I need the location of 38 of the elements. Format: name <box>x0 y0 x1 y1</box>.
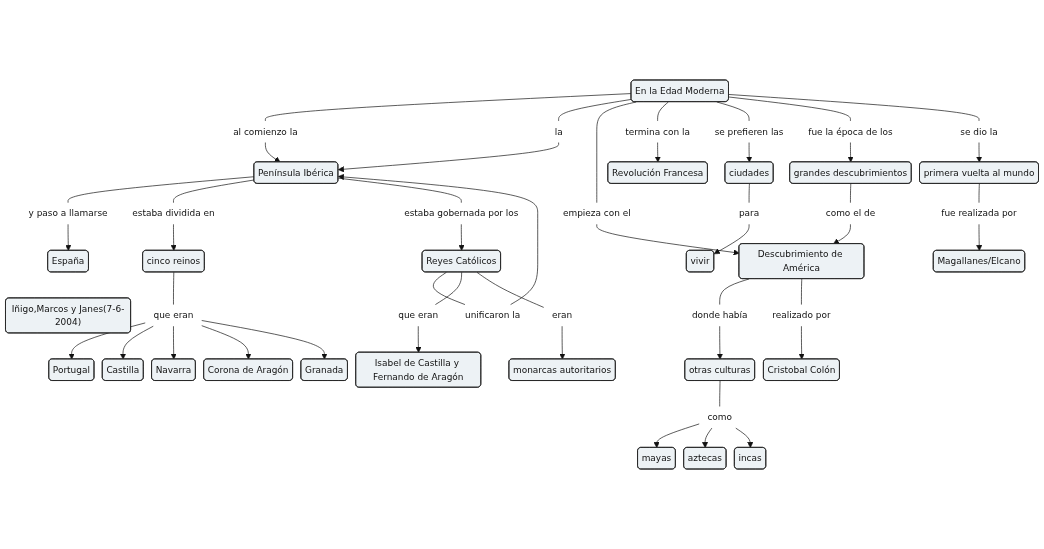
node-text: unificaron la <box>465 310 521 321</box>
connector <box>173 271 175 305</box>
node-text: donde había <box>691 310 748 321</box>
connector <box>748 183 750 203</box>
node-text: que eran <box>153 310 194 321</box>
connector <box>337 177 462 203</box>
node-text: se prefieren las <box>714 126 784 137</box>
connector <box>978 183 980 203</box>
node-text: realizado por <box>772 310 831 321</box>
connector <box>265 93 632 122</box>
node-text: estaba dividida en <box>132 208 215 219</box>
node-text: como <box>707 411 732 423</box>
node-text: estaba gobernada por los <box>404 208 519 219</box>
connector <box>716 101 750 122</box>
connector <box>558 99 632 122</box>
node-text: fue la época de los <box>808 126 893 137</box>
connector <box>850 183 852 203</box>
node-text: se dio la <box>960 126 998 137</box>
connector <box>728 94 980 122</box>
node-text: termina con la <box>625 126 690 137</box>
connector <box>719 380 721 407</box>
node-text: la <box>554 126 563 137</box>
node-text: que eran <box>398 310 439 321</box>
node-text: al comienzo la <box>233 126 298 137</box>
connector <box>596 101 637 203</box>
node-text: y paso a llamarse <box>28 208 108 219</box>
node-text: para <box>738 208 760 219</box>
node-text: empieza con el <box>562 208 631 219</box>
connector <box>173 179 255 203</box>
connector <box>719 278 750 305</box>
connector <box>801 278 803 305</box>
connector <box>657 101 669 122</box>
connector <box>728 96 851 122</box>
node-text: como el de <box>825 208 876 219</box>
node-text: fue realizada por <box>941 208 1017 219</box>
node-text: eran <box>551 310 573 321</box>
connector <box>67 176 255 203</box>
connector <box>476 271 545 308</box>
